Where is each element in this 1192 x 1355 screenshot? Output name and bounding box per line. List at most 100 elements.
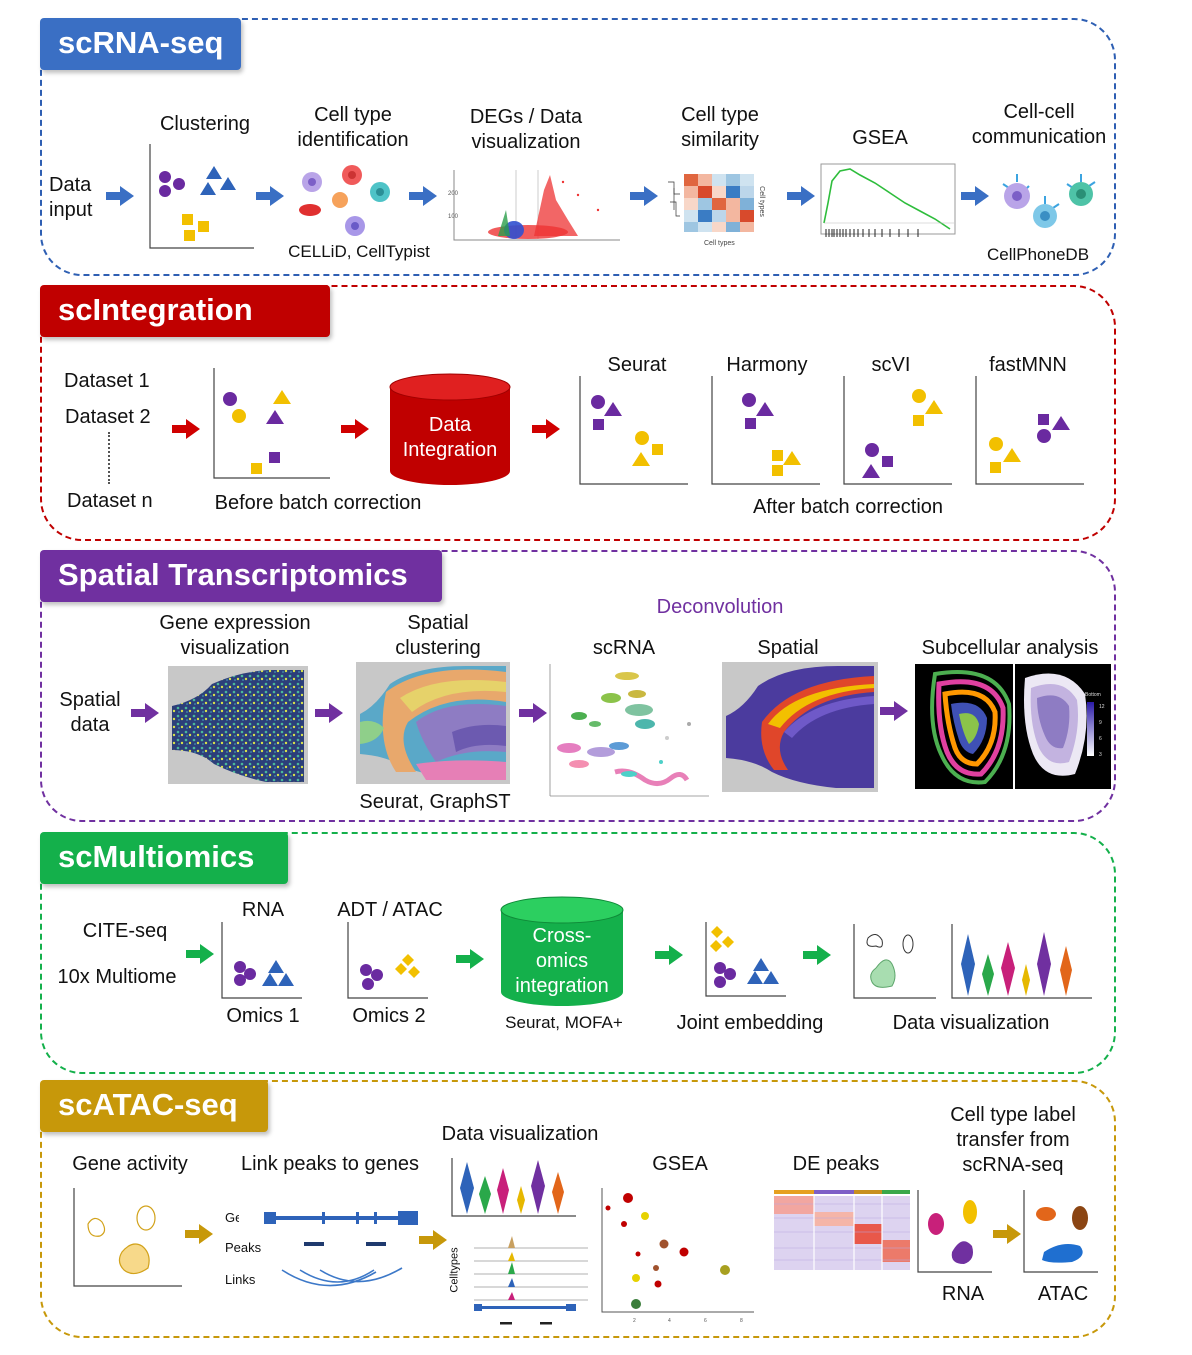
arrow-icon xyxy=(456,949,484,969)
arrow-icon xyxy=(993,1224,1021,1244)
multi-violin-plot xyxy=(951,924,1092,999)
scint-dataset-1: Dataset 1 xyxy=(64,370,150,392)
link-peaks-tracks xyxy=(264,1211,418,1287)
seurat-plot xyxy=(579,376,688,485)
multi-adt: ADT / ATAC xyxy=(337,899,443,921)
method-seurat: Seurat xyxy=(607,354,667,376)
atac-de-peaks: DE peaks xyxy=(792,1153,880,1175)
scrna-step-gsea: GSEA xyxy=(852,127,908,149)
multi-umap-plot xyxy=(853,924,936,999)
svg-text:6: 6 xyxy=(1099,736,1102,742)
scrna-step-celltype: Cell type identification xyxy=(297,104,409,151)
omics2-plot xyxy=(347,922,428,999)
svg-text:4: 4 xyxy=(668,1318,671,1324)
atac-celltypes-label: Celltypes xyxy=(448,1247,461,1293)
scrna-tool-celltype: CELLiD, CellTypist xyxy=(288,242,430,261)
atac-title: scATAC-seq xyxy=(40,1080,268,1132)
spatial-subcellular: Subcellular analysis xyxy=(921,637,1099,659)
arrow-icon xyxy=(419,1230,447,1250)
svg-text:8: 8 xyxy=(740,1318,743,1324)
before-correction-plot xyxy=(213,368,330,479)
svg-text:9: 9 xyxy=(1099,720,1102,726)
arrow-icon xyxy=(186,944,214,964)
atac-transfer: Cell type label transfer from scRNA-seq xyxy=(950,1104,1076,1176)
arrow-icon xyxy=(655,945,683,965)
spatial-clustering: Spatial clustering xyxy=(395,612,481,659)
multi-tools: Seurat, MOFA+ xyxy=(505,1013,623,1032)
gene-activity-plot xyxy=(73,1188,182,1287)
gene-expression-map xyxy=(168,666,308,784)
multi-input-citeseq: CITE-seq xyxy=(82,920,168,942)
atac-dataviz: Data visualization xyxy=(441,1123,599,1145)
scrna-data-input: Data input xyxy=(49,174,93,221)
scrna-step-degs: DEGs / Data visualization xyxy=(469,106,583,153)
clustering-plot xyxy=(149,144,254,249)
heatmap-x-label: Cell types xyxy=(704,240,735,247)
arrow-icon xyxy=(630,186,658,206)
heatmap-y-label: Cell types xyxy=(757,186,765,217)
spatial-panel xyxy=(40,550,1116,822)
scrna-step-clustering: Clustering xyxy=(159,113,251,135)
rna-label-plot xyxy=(917,1190,992,1273)
arrow-icon xyxy=(532,419,560,439)
dataset-ellipsis-line xyxy=(108,432,110,484)
multi-input-multiome: 10x Multiome xyxy=(57,966,177,988)
arrow-icon xyxy=(880,701,908,721)
scrna-tool-comm: CellPhoneDB xyxy=(986,245,1090,264)
scvi-plot xyxy=(843,376,952,485)
cross-omics-cylinder: Cross- omics integration xyxy=(500,896,624,1008)
scrna-panel xyxy=(40,18,1116,276)
volcano-plot: 200 100 xyxy=(448,170,620,241)
arrow-icon xyxy=(961,186,989,206)
spatial-clustering-map xyxy=(356,662,510,784)
multi-joint: Joint embedding xyxy=(676,1012,824,1034)
arrow-icon xyxy=(315,703,343,723)
multi-omics1: Omics 1 xyxy=(226,1005,300,1027)
atac-link: Link peaks to genes xyxy=(241,1153,419,1175)
scint-dataset-2: Dataset 2 xyxy=(65,406,151,428)
spatial-deconvolution-map xyxy=(722,662,878,792)
spatial-tools: Seurat, GraphST xyxy=(359,791,511,813)
arrow-icon xyxy=(519,703,547,723)
track-label-links: Links xyxy=(225,1272,256,1287)
atac-label-plot xyxy=(1023,1190,1098,1273)
spatial-scrna-label: scRNA xyxy=(592,637,656,659)
arrow-icon xyxy=(341,419,369,439)
spatial-input: Spatial data xyxy=(59,689,121,736)
spatial-title: Spatial Transcriptomics xyxy=(40,550,442,602)
spatial-deconvolution: Deconvolution xyxy=(656,596,784,618)
atac-atac: ATAC xyxy=(1037,1283,1089,1305)
arrow-icon xyxy=(106,186,134,206)
method-fastmnn: fastMNN xyxy=(989,354,1067,376)
de-peaks-heatmap xyxy=(774,1190,910,1270)
svg-text:2: 2 xyxy=(633,1318,636,1324)
multi-title: scMultiomics xyxy=(40,832,288,884)
arrow-icon xyxy=(787,186,815,206)
arrow-icon xyxy=(803,945,831,965)
omics1-plot xyxy=(221,922,302,999)
coverage-tracks xyxy=(474,1236,588,1325)
atac-panel xyxy=(40,1080,1116,1338)
svg-text:6: 6 xyxy=(704,1318,707,1324)
svg-text:100: 100 xyxy=(448,214,459,220)
cell-communication-illustration xyxy=(1002,174,1096,228)
arrow-icon xyxy=(131,703,159,723)
subcellular-legend-title: Bottom xyxy=(1085,692,1101,698)
atac-violin-plot xyxy=(451,1158,576,1217)
multi-rna: RNA xyxy=(241,899,285,921)
harmony-plot xyxy=(711,376,820,485)
track-label-gene: Gene xyxy=(225,1210,239,1225)
data-integration-cylinder: Data Integration xyxy=(389,373,511,487)
svg-text:12: 12 xyxy=(1099,704,1105,710)
spatial-gene-expr: Gene expression visualization xyxy=(159,612,311,659)
scrna-umap xyxy=(549,664,709,797)
svg-text:200: 200 xyxy=(448,191,459,197)
atac-gene-activity: Gene activity xyxy=(72,1153,188,1175)
method-scvi: scVI xyxy=(871,354,911,376)
arrow-icon xyxy=(172,419,200,439)
data-integration-label: Data Integration xyxy=(402,414,498,461)
scrna-step-comm: Cell-cell communication xyxy=(971,101,1107,148)
arrow-icon xyxy=(185,1224,213,1244)
arrow-icon xyxy=(409,186,437,206)
